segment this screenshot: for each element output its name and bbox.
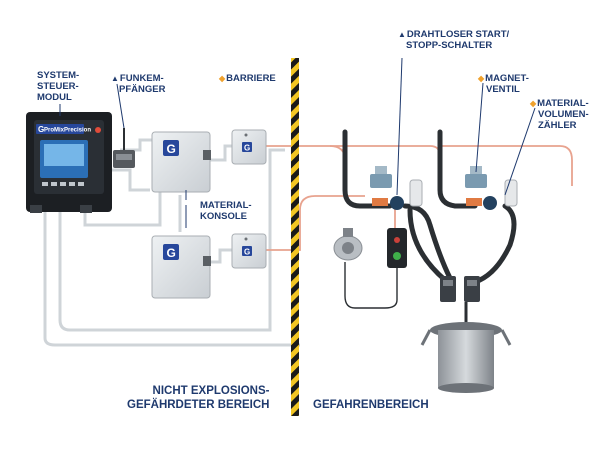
label-volume-meter: ◆MATERIAL- VOLUMEN- ZÄHLER <box>530 98 589 131</box>
label-barrier-text: BARRIERE <box>226 73 276 84</box>
zone-label-safe: NICHT EXPLOSIONS- GEFÄHRDETER BEREICH <box>127 384 269 412</box>
gray-cables <box>43 138 300 347</box>
label-wireless-switch-line1: DRAHTLOSER START/ <box>406 29 510 40</box>
label-magnet-valve-line1: MAGNET- <box>485 73 529 84</box>
console-upper-logo: G <box>167 142 176 156</box>
controller-status-led <box>95 127 101 133</box>
label-system-module-line2: STEUER- <box>37 81 79 92</box>
label-system-module-line3: MODUL <box>37 92 72 103</box>
marker-icon: ◆ <box>219 74 226 83</box>
label-system-module: SYSTEM- STEUER- MODUL <box>37 70 79 103</box>
label-radio-receiver-line1: FUNKEM- <box>119 73 164 84</box>
material-console-lower: G <box>151 235 211 299</box>
label-barrier: ◆BARRIERE <box>219 73 276 84</box>
svg-text:G: G <box>244 248 250 257</box>
radio-receiver <box>113 128 135 168</box>
system-control-module: ProMixPrecision G <box>26 112 112 213</box>
label-radio-receiver-line2: PFÄNGER <box>119 84 166 95</box>
marker-icon: ▲ <box>111 74 119 83</box>
svg-text:G: G <box>244 144 250 153</box>
pressure-regulator <box>333 228 363 261</box>
controller-g-logo: G <box>38 125 44 134</box>
zone-label-safe-line1: NICHT EXPLOSIONS- <box>152 385 270 397</box>
volume-meter-left <box>372 179 423 210</box>
switch-cable <box>344 262 398 309</box>
label-volume-meter-line2: VOLUMEN- <box>538 109 589 120</box>
barrier-upper: G <box>231 129 267 165</box>
label-volume-meter-line3: ZÄHLER <box>538 120 577 131</box>
console-lower-logo: G <box>167 246 176 260</box>
controller-logo-bar <box>36 124 84 134</box>
label-wireless-switch: ▲DRAHTLOSER START/ STOPP-SCHALTER <box>398 29 509 51</box>
label-magnet-valve: ◆MAGNET- VENTIL <box>478 73 529 95</box>
label-material-console: MATERIAL- KONSOLE <box>200 200 252 222</box>
marker-icon: ▲ <box>398 30 406 39</box>
hazard-divider <box>291 58 299 416</box>
leader-lines <box>59 57 536 228</box>
marker-icon: ◆ <box>478 74 485 83</box>
label-system-module-line1: SYSTEM- <box>37 70 80 81</box>
label-material-console-line1: MATERIAL- <box>200 200 252 211</box>
zone-label-hazard: GEFAHRENBEREICH <box>313 399 429 411</box>
label-volume-meter-line1: MATERIAL- <box>537 98 589 109</box>
label-wireless-switch-line2: STOPP-SCHALTER <box>406 40 493 51</box>
fluid-hoses <box>342 129 517 285</box>
zone-label-safe-line2: GEFÄHRDETER BEREICH <box>127 399 270 411</box>
magnet-valve-left <box>370 166 392 188</box>
mix-pumps <box>440 276 480 302</box>
controller-brand-text: ProMixPrecision <box>44 128 91 134</box>
barrier-lower: G <box>231 233 267 269</box>
controller-keypad <box>42 182 84 186</box>
marker-icon: ◆ <box>530 99 537 108</box>
wireless-start-stop-switch <box>387 228 407 268</box>
material-console-upper: G <box>151 131 211 193</box>
label-material-console-line2: KONSOLE <box>200 211 247 222</box>
label-magnet-valve-line2: VENTIL <box>486 84 520 95</box>
pressure-pot <box>420 302 512 393</box>
label-radio-receiver: ▲FUNKEM- PFÄNGER <box>111 73 165 95</box>
